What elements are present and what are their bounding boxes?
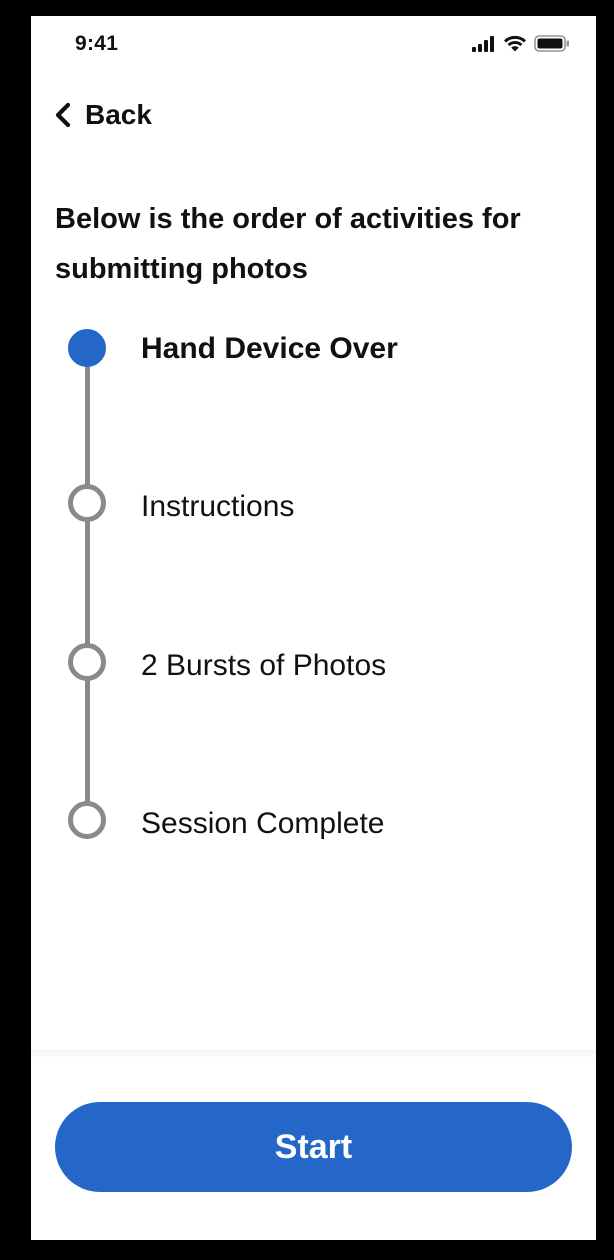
step-indicator-upcoming xyxy=(68,484,106,522)
status-bar: 9:41 xyxy=(31,16,596,76)
step-indicator-upcoming xyxy=(68,643,106,681)
battery-icon xyxy=(534,35,569,52)
footer-divider xyxy=(31,1050,596,1058)
status-icons xyxy=(472,35,570,52)
step-label-hand-device-over: Hand Device Over xyxy=(141,332,398,365)
step-label-session-complete: Session Complete xyxy=(141,807,385,840)
status-time: 9:41 xyxy=(75,32,119,55)
cellular-signal-icon xyxy=(472,35,494,52)
wifi-icon xyxy=(504,35,526,52)
back-label: Back xyxy=(85,99,152,130)
page-heading: Below is the order of activities for sub… xyxy=(55,203,521,285)
step-indicator-upcoming xyxy=(68,801,106,839)
back-button[interactable]: Back xyxy=(53,94,152,136)
step-indicator-current xyxy=(68,329,106,367)
step-label-bursts-of-photos: 2 Bursts of Photos xyxy=(141,649,387,682)
timeline-connector xyxy=(85,346,90,826)
start-button[interactable]: Start xyxy=(55,1102,572,1192)
chevron-left-icon xyxy=(55,102,71,128)
phone-screen: 9:41 Back Below is the o xyxy=(31,16,596,1240)
step-label-instructions: Instructions xyxy=(141,490,295,523)
activity-timeline: Hand Device Over Instructions 2 Bursts o… xyxy=(31,16,596,916)
